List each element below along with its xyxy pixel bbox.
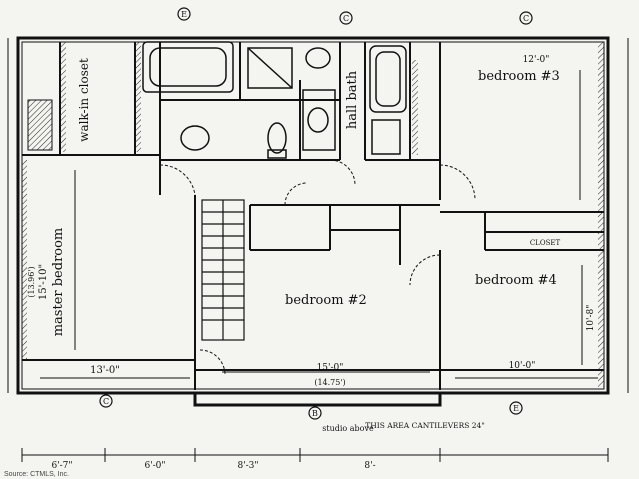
bottom-dimension: 6'-0" [144,461,165,471]
marker-label: B [312,409,318,418]
bottom-dimension: 6'-7" [51,461,72,471]
staircase [201,199,245,341]
hatched-walls [22,42,604,387]
bedroom3-dimension: 12'-0" [523,55,550,65]
dimension-lines [7,38,629,462]
hall-bath-label: hall bath [345,70,360,129]
bottom-dimension: 8'- [364,461,375,471]
bedroom2-sub-dimension: (14.75') [314,378,345,387]
marker-label: E [513,404,519,413]
cantilever-note: THIS AREA CANTILEVERS 24" [365,421,485,430]
bathroom-fixtures [142,41,407,159]
bedroom3-label: bedroom #3 [478,69,560,84]
source-caption: Source: CTMLS, Inc. [4,471,69,478]
master-small-dimension: (13.96') [27,266,36,297]
grid-markers [99,7,533,420]
master-width-dimension: 15'-10" [38,264,49,300]
door-swings [159,159,476,376]
studio-above-note: studio above [322,424,374,433]
marker-label: C [523,14,529,23]
closet-label: CLOSET [530,239,561,247]
master-length-dimension: 13'-0" [90,365,120,376]
bedroom4-dimension: 10'-0" [509,361,536,371]
master-bedroom-label: master bedroom [51,228,66,337]
bedroom2-dimension: 15'-0" [317,363,344,373]
marker-label: C [103,397,109,406]
bedroom2-label: bedroom #2 [285,293,367,308]
bedroom4-side-dimension: 10'-8" [586,305,596,332]
bedroom4-label: bedroom #4 [475,273,557,288]
bottom-dimension: 8'-3" [237,461,258,471]
marker-label: E [181,10,187,19]
marker-label: C [343,14,349,23]
walk-in-closet-label: walk-in closet [77,58,91,142]
